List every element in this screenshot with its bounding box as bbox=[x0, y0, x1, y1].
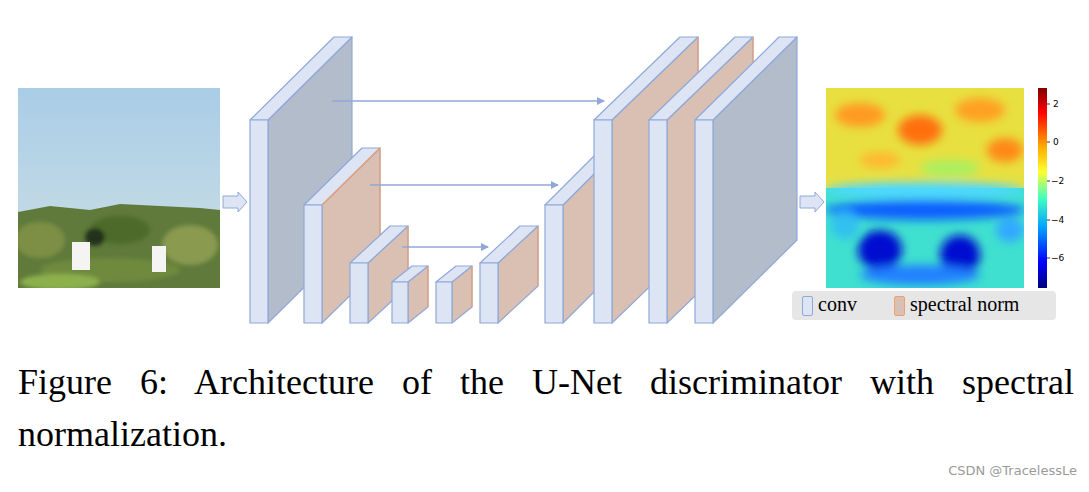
figure-caption: Figure 6: Architecture of the U-Net disc… bbox=[18, 356, 1074, 460]
legend-swatch bbox=[894, 296, 905, 316]
tick-label: −6 bbox=[1051, 253, 1064, 263]
tick-label: 2 bbox=[1053, 99, 1059, 109]
colorbar bbox=[1038, 88, 1047, 288]
legend-text: conv bbox=[818, 292, 857, 316]
legend-text: spectral norm bbox=[910, 292, 1019, 316]
tick-label: 0 bbox=[1053, 137, 1059, 147]
input-photo bbox=[18, 88, 220, 288]
tick-label: −4 bbox=[1051, 215, 1064, 225]
legend-panel bbox=[792, 291, 1056, 320]
tick-label: −2 bbox=[1051, 176, 1064, 186]
watermark: CSDN @TracelessLe bbox=[948, 463, 1077, 478]
output-heatmap bbox=[826, 88, 1024, 288]
layers bbox=[250, 37, 797, 323]
legend-swatch bbox=[802, 296, 813, 316]
